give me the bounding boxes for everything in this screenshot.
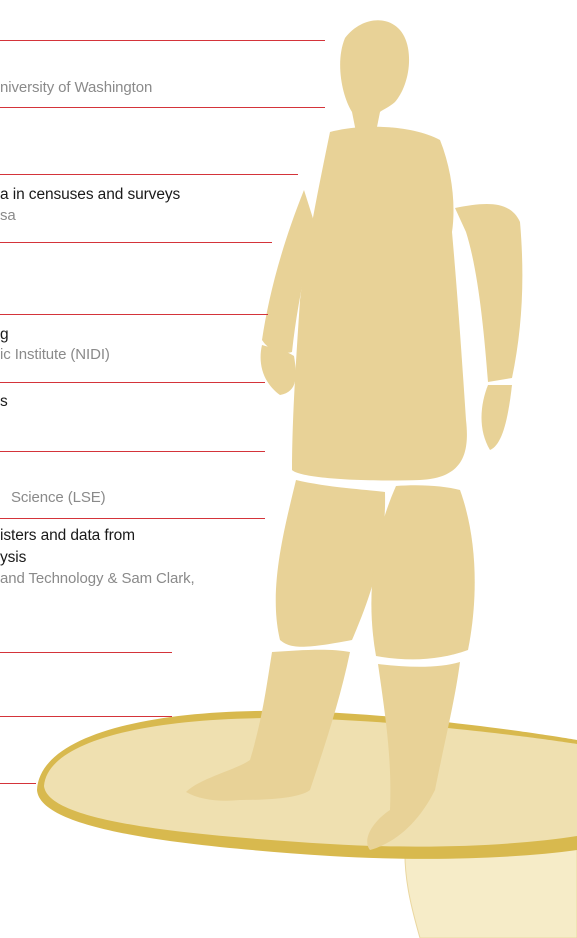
rule-6 bbox=[0, 382, 265, 383]
rule-9 bbox=[0, 652, 172, 653]
affiliation-sa: sa bbox=[0, 207, 16, 224]
title-censuses-surveys: a in censuses and surveys bbox=[0, 186, 181, 203]
rule-2 bbox=[0, 107, 325, 108]
rule-11 bbox=[0, 783, 36, 784]
title-registers-line1: isters and data from bbox=[0, 527, 135, 544]
title-registers-line2: ysis bbox=[0, 549, 27, 566]
rule-10 bbox=[0, 716, 172, 717]
title-fragment-g: g bbox=[0, 326, 9, 343]
rule-4 bbox=[0, 242, 272, 243]
figure-body bbox=[186, 20, 523, 850]
rule-8 bbox=[0, 518, 265, 519]
rule-3 bbox=[0, 174, 298, 175]
title-fragment-s: s bbox=[0, 393, 8, 410]
rule-7 bbox=[0, 451, 265, 452]
rule-1 bbox=[0, 40, 325, 41]
affiliation-nidi: ic Institute (NIDI) bbox=[0, 346, 110, 363]
affiliation-washington: niversity of Washington bbox=[0, 79, 153, 96]
affiliation-technology: and Technology & Sam Clark, bbox=[0, 570, 195, 587]
affiliation-lse: Science (LSE) bbox=[11, 489, 106, 506]
rule-5 bbox=[0, 314, 268, 315]
